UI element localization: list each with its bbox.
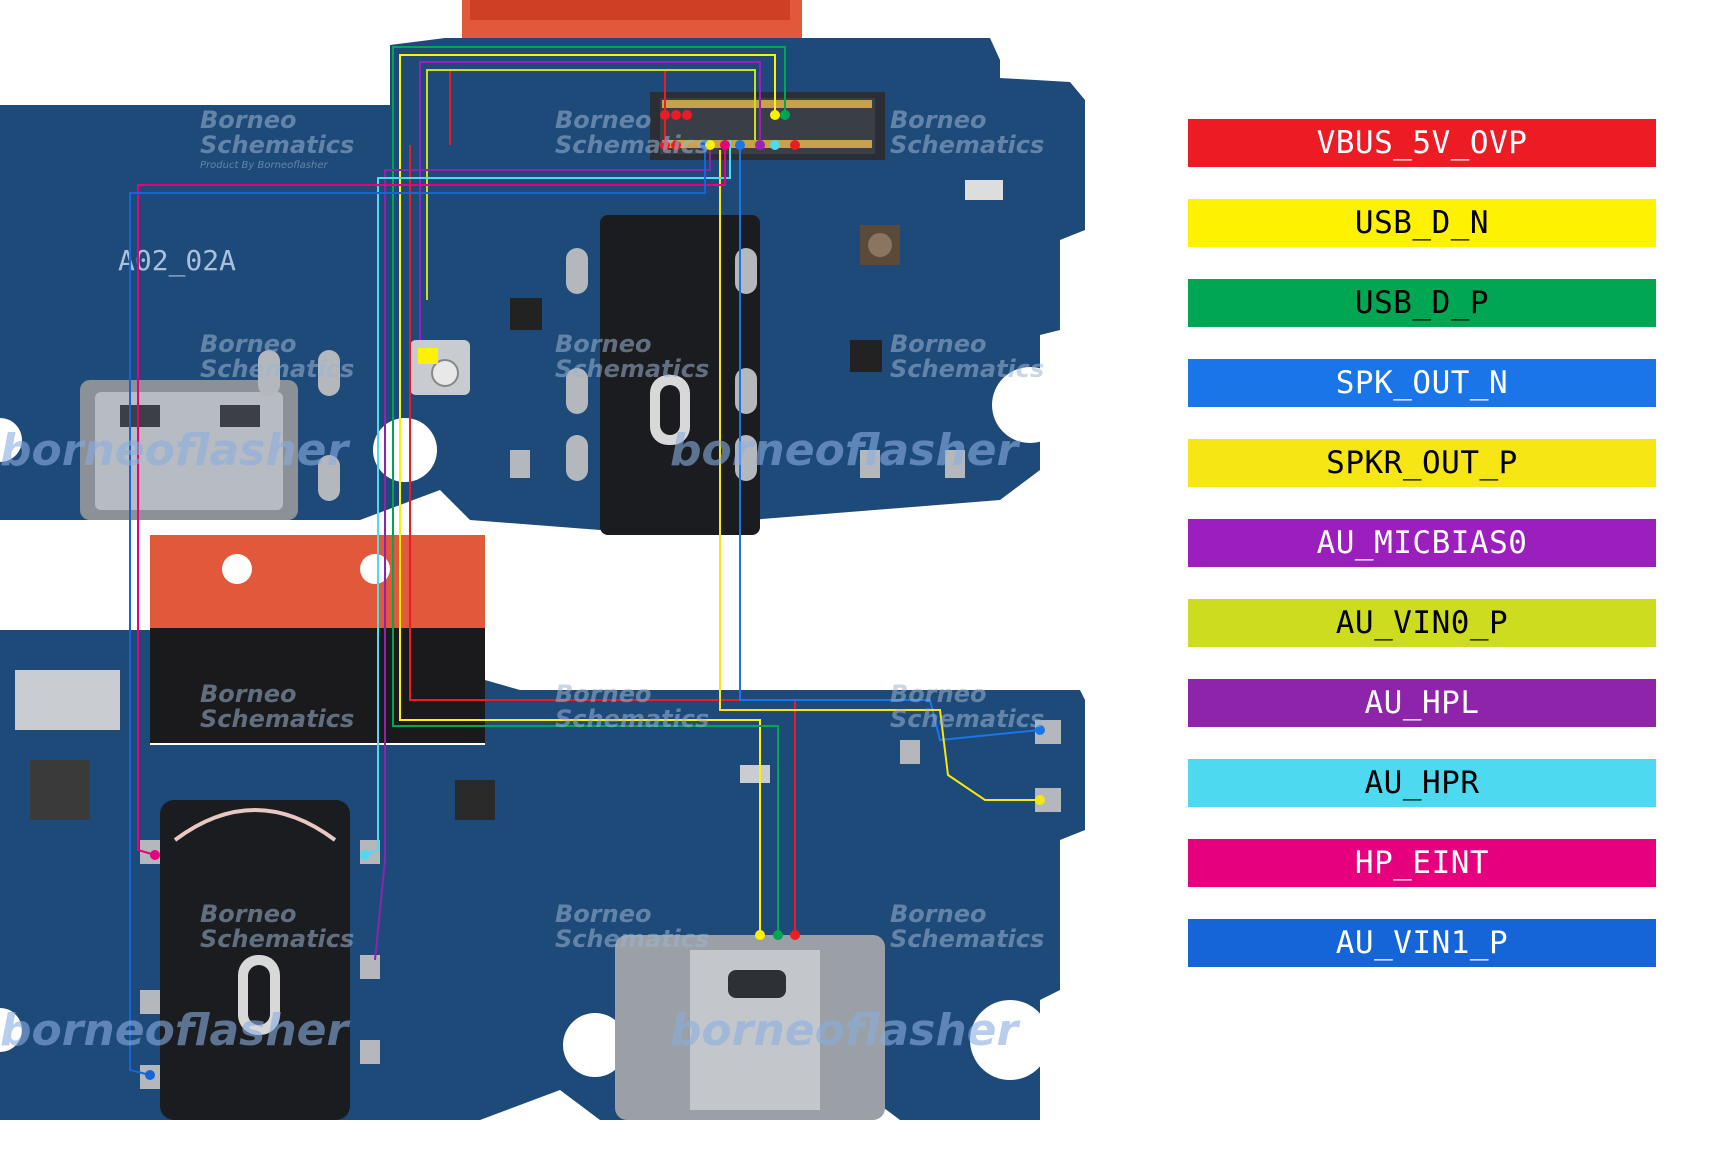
brand-watermark: borneoflasher — [670, 1005, 1020, 1056]
watermark-line2: Schematics — [890, 705, 1044, 733]
legend-item: SPKR_OUT_P — [1188, 439, 1656, 487]
brand-watermark: borneoflasher — [0, 1005, 350, 1056]
watermark-line1: Borneo — [890, 106, 986, 134]
legend-item: AU_MICBIAS0 — [1188, 519, 1656, 567]
legend-item: AU_HPL — [1188, 679, 1656, 727]
legend-item: AU_VIN1_P — [1188, 919, 1656, 967]
brand-watermark: borneoflasher — [0, 425, 350, 476]
watermarks: Borneo Schematics Product By Borneoflash… — [200, 106, 1044, 953]
legend-item: AU_HPR — [1188, 759, 1656, 807]
watermark-line2: Schematics — [555, 355, 709, 383]
watermark-line2: Schematics — [555, 705, 709, 733]
bottom-flex-cable — [150, 535, 485, 645]
bottom-board — [0, 535, 1085, 1120]
brand-watermark: borneoflasher — [670, 425, 1020, 476]
connector-pin-markers — [145, 110, 1045, 1080]
watermark-line2: Schematics — [200, 705, 354, 733]
legend-item: AU_VIN0_P — [1188, 599, 1656, 647]
legend-item: VBUS_5V_OVP — [1188, 119, 1656, 167]
signal-traces — [129, 46, 1041, 1076]
watermark-line1: Borneo — [890, 900, 986, 928]
watermark-line2: Schematics — [200, 131, 354, 159]
watermark-line2: Schematics — [890, 925, 1044, 953]
watermark-line1: Borneo — [200, 106, 296, 134]
legend-item: SPK_OUT_N — [1188, 359, 1656, 407]
legend-item: HP_EINT — [1188, 839, 1656, 887]
watermark-line1: Borneo — [555, 330, 651, 358]
watermark-line1: Borneo — [890, 330, 986, 358]
legend-item: USB_D_N — [1188, 199, 1656, 247]
legend-item: USB_D_P — [1188, 279, 1656, 327]
board-model-label: A02_02A — [118, 244, 236, 278]
watermark-line3: Product By Borneoflasher — [200, 160, 328, 171]
watermark-line1: Borneo — [200, 680, 296, 708]
watermark-line2: Schematics — [890, 355, 1044, 383]
pcb-diagram: A02_02A — [0, 0, 1085, 1120]
watermark-line2: Schematics — [555, 131, 709, 159]
watermark-line1: Borneo — [890, 680, 986, 708]
watermark-line2: Schematics — [200, 925, 354, 953]
watermark-line1: Borneo — [200, 900, 296, 928]
signal-legend: VBUS_5V_OVP USB_D_N USB_D_P SPK_OUT_N SPKR_O… — [1188, 119, 1656, 999]
watermark-line2: Schematics — [890, 131, 1044, 159]
watermark-line1: Borneo — [555, 106, 651, 134]
watermark-line1: Borneo — [555, 900, 651, 928]
watermark-line1: Borneo — [200, 330, 296, 358]
watermark-line2: Schematics — [555, 925, 709, 953]
watermark-line2: Schematics — [200, 355, 354, 383]
brand-watermarks: borneoflasher borneoflasher borneoflashe… — [0, 425, 1020, 1056]
watermark-line1: Borneo — [555, 680, 651, 708]
